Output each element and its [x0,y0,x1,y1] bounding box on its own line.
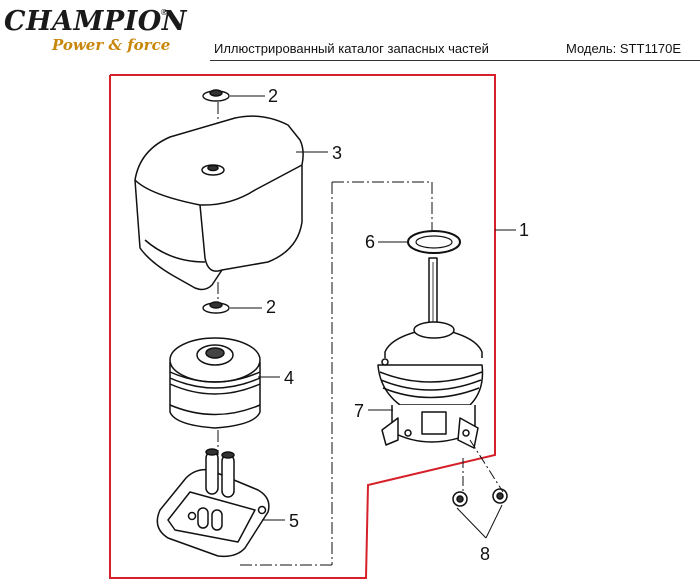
callout-3: 3 [332,143,342,163]
leader-lines [230,95,516,539]
callout-6: 6 [365,232,375,252]
wing-nut-middle [202,301,230,314]
brand-logo: CHAMPION [4,6,187,37]
callout-8: 8 [480,544,490,564]
callout-2-middle: 2 [266,297,276,317]
page-header: CHAMPION ® Power & force Иллюстрированны… [0,0,700,62]
callout-5: 5 [289,511,299,531]
seal-ring [407,230,461,254]
brand-tagline: Power & force [52,36,171,54]
air-cleaner-cover [134,115,304,291]
callout-7: 7 [354,401,364,421]
registered-mark: ® [160,8,168,17]
air-cleaner-base [156,448,270,558]
header-divider [210,60,700,61]
wing-nut-top [202,89,230,102]
assembly-boundary [109,74,496,579]
callout-2-top: 2 [268,86,278,106]
adapter-elbow [377,257,484,449]
flange-nuts [452,488,508,507]
callout-1: 1 [519,220,529,240]
air-filter-element [169,337,261,429]
catalog-title: Иллюстрированный каталог запасных частей [214,41,489,56]
callout-4: 4 [284,368,294,388]
model-label: Модель: STT1170E [566,41,682,56]
